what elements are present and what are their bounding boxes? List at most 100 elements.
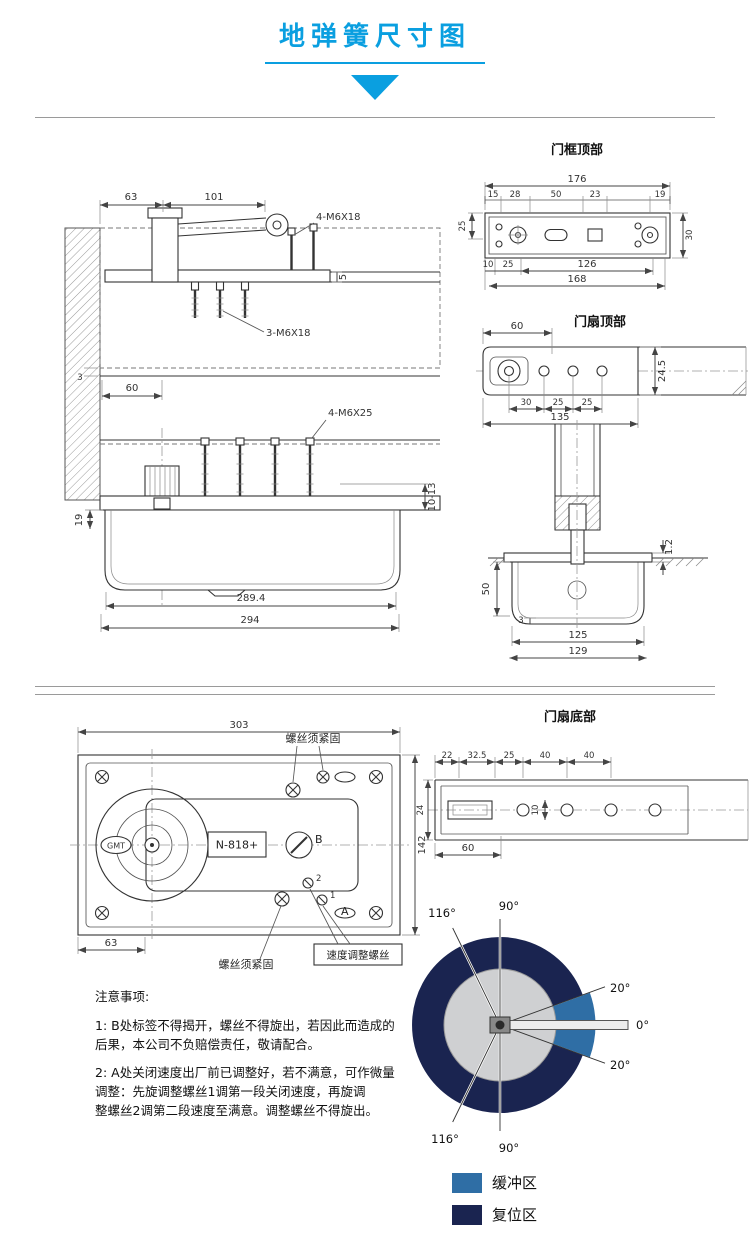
dim-135: 135 — [550, 412, 569, 423]
screw-note-bottom: 螺丝须紧固 — [219, 958, 274, 971]
divider-top — [35, 117, 715, 118]
dim-25a: 25 — [553, 398, 564, 408]
page-header: 地弹簧尺寸图 — [0, 16, 750, 100]
angle-90-top: 90° — [499, 899, 519, 913]
body-dimensions: 142 63 — [77, 754, 428, 954]
dim-19b: 19 — [655, 190, 666, 200]
dim-5: 5 — [338, 274, 349, 280]
dim-40a: 40 — [540, 751, 551, 761]
frame-bolts-3m6x18 — [190, 281, 250, 318]
dim-40b: 40 — [584, 751, 595, 761]
door-leaf-bottom-drawing: 门扇底部 22 32.5 25 40 40 24 — [416, 709, 749, 859]
angle-90-bottom: 90° — [499, 1141, 519, 1155]
wall-hatch — [64, 227, 101, 501]
door-leaf-top-drawing: 门扇顶部 60 24.5 30 25 25 1 — [476, 314, 748, 428]
body-callouts: 螺丝须紧固 螺丝须紧固 速度调整螺丝 — [219, 732, 403, 971]
dim-32-5: 32.5 — [468, 751, 487, 761]
dim-60: 60 — [511, 321, 524, 332]
legend-row-buffer: 缓冲区 — [452, 1172, 537, 1193]
spindle-and-cement-box — [99, 428, 441, 608]
label-a: A — [341, 905, 349, 918]
down-arrow-icon — [351, 75, 399, 100]
adjust-screw-1: 1 — [330, 891, 335, 901]
door-bottom-section — [554, 424, 601, 531]
dim-25b: 25 — [582, 398, 593, 408]
note-1: 1: B处标签不得揭开，螺丝不得旋出，若因此而造成的 后果，本公司不负赔偿责任，… — [95, 1017, 395, 1052]
mounting-screws: 2 1 A — [94, 769, 384, 921]
frame-closer-assembly — [104, 207, 440, 283]
buffer-zone-label: 缓冲区 — [492, 1174, 538, 1192]
label-3m6x18: 3-M6X18 — [266, 328, 311, 339]
dim-23: 23 — [590, 190, 601, 200]
leaf-top-dimensions: 60 24.5 30 25 25 135 — [482, 321, 668, 428]
frame-top-plate — [484, 212, 671, 259]
dim-15: 15 — [488, 190, 499, 200]
floor-and-box — [488, 420, 708, 634]
dim-10-13: 10-13 — [427, 482, 438, 511]
bottom-dimensions: 10-13 19 289.4 294 — [74, 482, 438, 632]
angle-0: 0° — [636, 1018, 649, 1032]
angle-labels: 116° 90° 20° 0° 20° 116° 90° — [428, 899, 649, 1155]
door-leaf-closed-position — [499, 1020, 629, 1030]
dim-125: 125 — [568, 630, 587, 641]
notes-heading: 注意事项: — [95, 989, 150, 1004]
dim-10: 10 — [531, 805, 541, 816]
leaf-top-plate — [476, 346, 748, 396]
top-dimensions: 63 101 4-M6X18 5 3-M6X18 — [99, 192, 361, 339]
dim-25-bottom: 25 — [503, 260, 514, 270]
brand-logo: GMT — [107, 842, 125, 851]
angle-20-upper: 20° — [610, 981, 630, 995]
pivot-section-drawing: 1.2 50 3 125 129 — [481, 420, 708, 662]
dim-176: 176 — [567, 174, 586, 185]
notes-block: 注意事项: 1: B处标签不得揭开，螺丝不得旋出，若因此而造成的 后果，本公司不… — [95, 988, 403, 1131]
reset-zone-label: 复位区 — [492, 1206, 538, 1224]
leaf-top-title: 门扇顶部 — [574, 314, 626, 330]
adjust-screw-2: 2 — [316, 874, 321, 884]
legend-row-reset: 复位区 — [452, 1204, 537, 1225]
dim-289-4: 289.4 — [237, 593, 266, 604]
label-b: B — [315, 833, 323, 846]
dim-63: 63 — [105, 938, 118, 949]
dim-168: 168 — [567, 274, 586, 285]
screw-note-top: 螺丝须紧固 — [286, 732, 341, 745]
dim-101: 101 — [204, 192, 223, 203]
page-title: 地弹簧尺寸图 — [264, 16, 485, 64]
reset-zone-ring — [412, 937, 583, 1113]
pivot-dimensions: 1.2 50 3 125 129 — [481, 539, 675, 662]
angle-20-lower: 20° — [610, 1058, 630, 1072]
buffer-zone-swatch — [452, 1172, 482, 1193]
dim-60: 60 — [462, 843, 475, 854]
dim-25: 25 — [504, 751, 515, 761]
divider-mid-1 — [35, 686, 715, 687]
dim-24-5: 24.5 — [657, 360, 668, 382]
dim-60: 60 — [126, 383, 139, 394]
dim-129: 129 — [568, 646, 587, 657]
dim-19: 19 — [74, 514, 85, 527]
dim-63: 63 — [125, 192, 138, 203]
leaf-bottom-dimensions: 22 32.5 25 40 40 24 10 60 — [416, 751, 612, 859]
label-4m6x25: 4-M6X25 — [328, 408, 373, 419]
frame-top-title: 门框顶部 — [551, 142, 603, 158]
body-outline: 303 GMT N-818+ B — [70, 720, 410, 941]
door-frame-top-drawing: 门框顶部 176 15 28 50 23 19 25 — [458, 142, 695, 290]
reset-zone-swatch — [452, 1204, 482, 1225]
side-section-drawing: 63 101 4-M6X18 5 3-M6X18 3 60 — [64, 192, 441, 632]
dim-30: 30 — [521, 398, 532, 408]
dim-24: 24 — [416, 805, 426, 816]
door-leaf-section: 3 60 — [77, 367, 440, 441]
dim-30-right: 30 — [685, 230, 695, 241]
dim-3: 3 — [518, 616, 523, 626]
dim-50: 50 — [551, 190, 562, 200]
dim-22: 22 — [442, 751, 453, 761]
floor-spring-body-drawing: 303 GMT N-818+ B — [70, 720, 428, 971]
dim-303: 303 — [229, 720, 248, 731]
speed-screw-label: 速度调整螺丝 — [327, 949, 390, 962]
zone-legend: 缓冲区 复位区 — [452, 1172, 537, 1236]
dim-1-2: 1.2 — [664, 539, 675, 555]
model-label: N-818+ — [216, 839, 258, 852]
frame-top-dimensions: 176 15 28 50 23 19 25 30 10 25 126 168 — [458, 174, 695, 290]
opening-angle-diagram: 116° 90° 20° 0° 20° 116° 90° — [412, 899, 649, 1155]
angle-116-top: 116° — [428, 906, 456, 920]
divider-mid-2 — [35, 694, 715, 695]
